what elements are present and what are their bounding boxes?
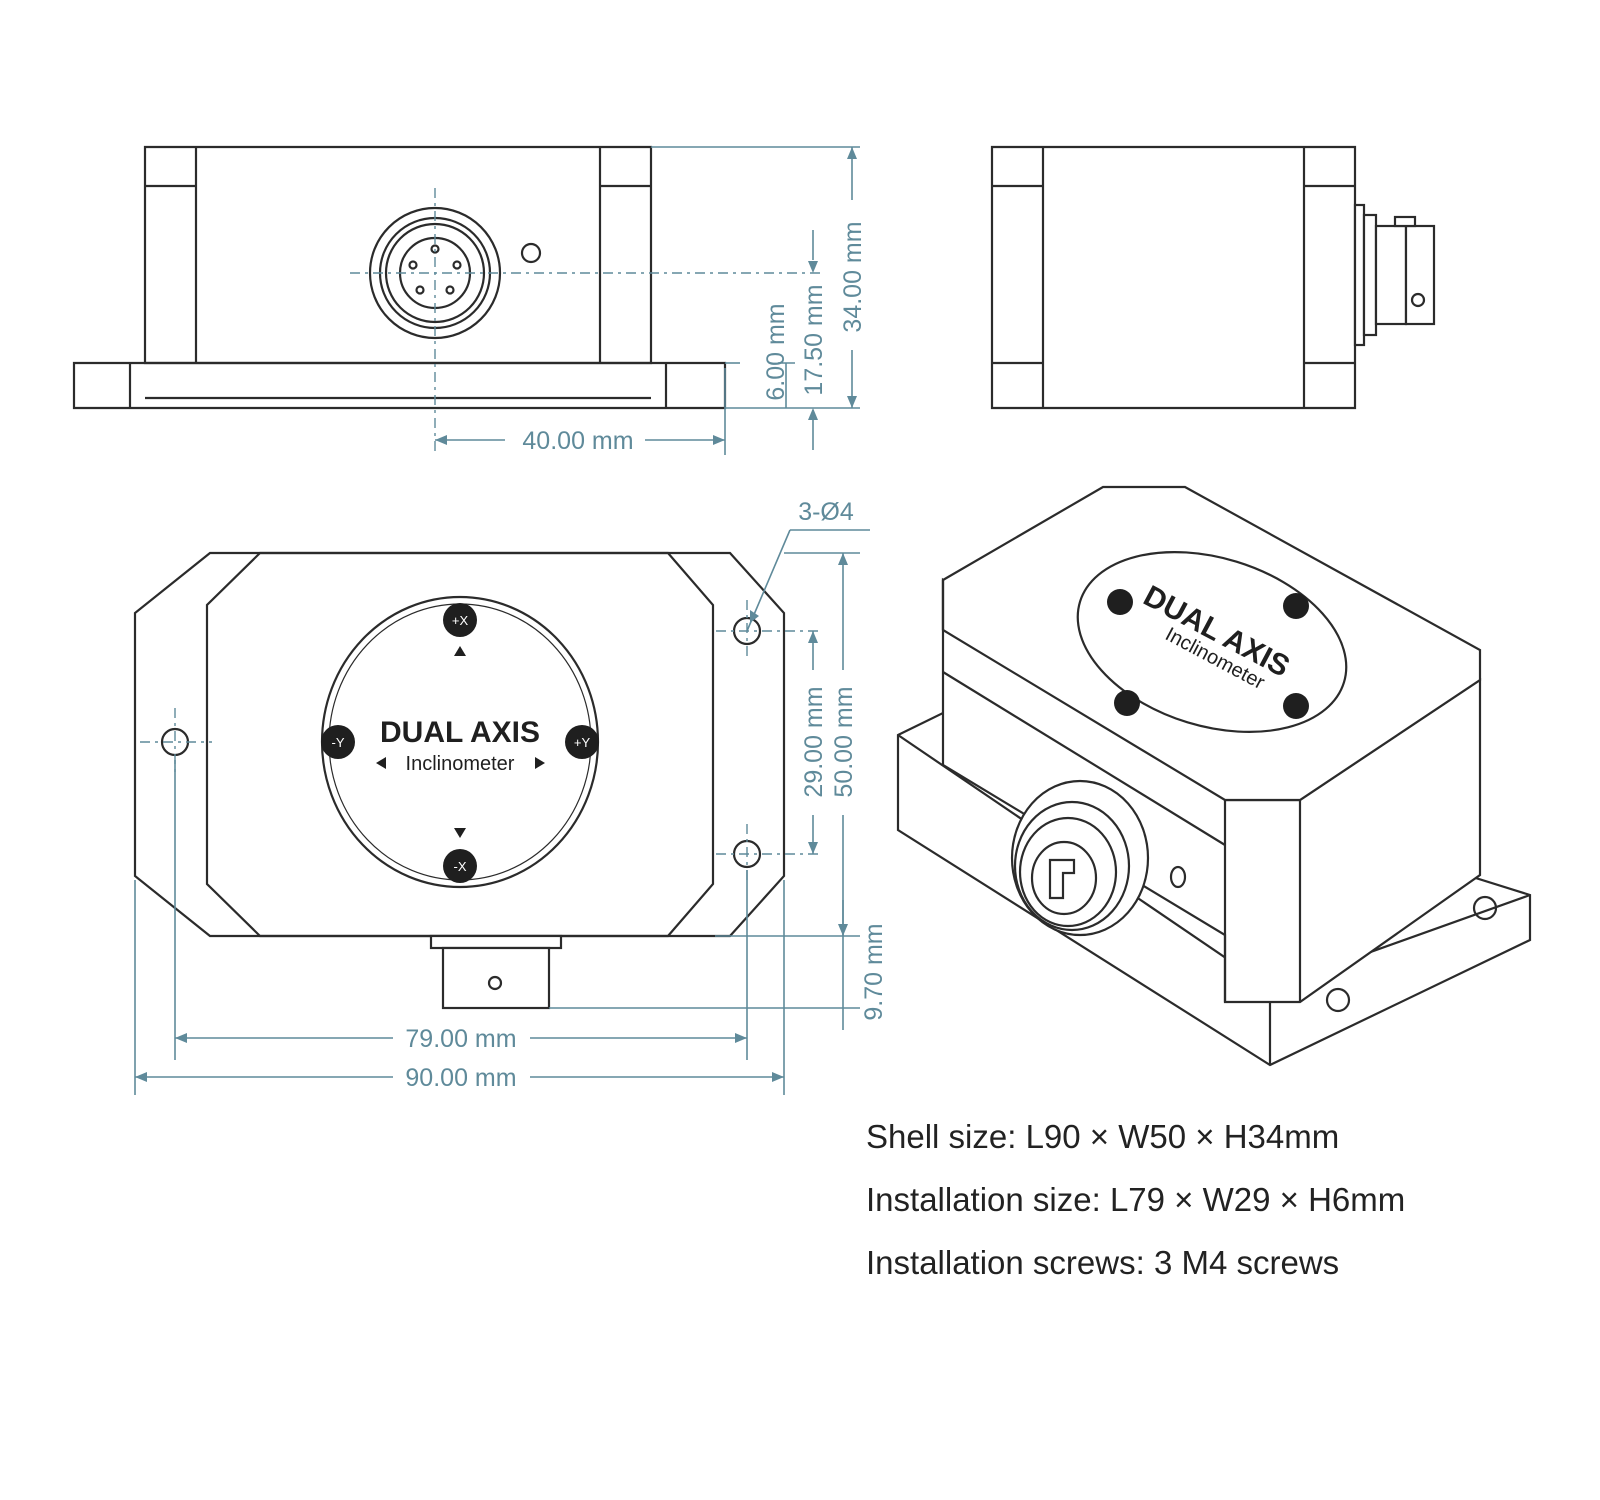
iso-body-top — [941, 485, 1482, 802]
front-body-outline — [143, 145, 653, 365]
dim-9-7mm: 9.70 mm — [860, 923, 888, 1020]
inclinometer-label: +X -X -Y +Y DUAL AXIS Inclinometer — [320, 595, 600, 889]
side-connector — [1353, 203, 1436, 347]
dim-29mm: 29.00 mm — [800, 686, 828, 797]
dim-79mm: 79.00 mm — [405, 1025, 516, 1053]
iso-hole-1 — [1472, 895, 1498, 921]
axis-label-plus-y: +Y — [574, 735, 591, 750]
iso-vent-hole — [1169, 865, 1187, 889]
side-view — [990, 145, 1436, 410]
dim-17-5mm: 17.50 mm — [800, 284, 828, 395]
dim-holes: 3-Ø4 — [798, 498, 854, 526]
top-connector — [429, 934, 563, 1010]
arrow-left-icon — [376, 757, 386, 769]
arrow-right-icon — [535, 757, 545, 769]
side-body-outline — [990, 145, 1357, 410]
spec-shell-size: Shell size: L90 × W50 × H34mm — [866, 1118, 1339, 1155]
front-vent-hole — [520, 242, 542, 264]
label-subtitle: Inclinometer — [406, 753, 515, 775]
dim-34mm: 34.00 mm — [839, 221, 867, 332]
spec-installation-screws: Installation screws: 3 M4 screws — [866, 1244, 1339, 1281]
iso-label-disc — [1076, 551, 1348, 733]
dim-40mm: 40.00 mm — [522, 427, 633, 455]
iso-hole-2 — [1325, 987, 1351, 1013]
front-view — [72, 145, 820, 455]
label-title: DUAL AXIS — [380, 716, 540, 749]
front-base-plate — [72, 361, 727, 410]
iso-connector — [1010, 779, 1187, 937]
front-dimensions: 40.00 mm 6.00 mm 17.50 mm 34.00 mm — [435, 146, 867, 455]
spec-list: Shell size: L90 × W50 × H34mm Installati… — [866, 1118, 1405, 1281]
axis-label-plus-x: +X — [452, 613, 469, 628]
axis-marker-plus-y — [565, 725, 599, 759]
isometric-view: DUAL AXIS Inclinometer — [896, 485, 1532, 1067]
axis-label-minus-y: -Y — [332, 735, 345, 750]
top-view: +X -X -Y +Y DUAL AXIS Inclinometer — [133, 551, 820, 1010]
axis-marker-minus-x — [443, 849, 477, 883]
axis-label-minus-x: -X — [454, 859, 467, 874]
spec-installation-size: Installation size: L79 × W29 × H6mm — [866, 1181, 1405, 1218]
dim-90mm: 90.00 mm — [405, 1064, 516, 1092]
axis-marker-plus-x — [443, 603, 477, 637]
top-dimensions: 3-Ø4 29.00 mm 50.00 mm 9.70 mm 79.00 mm … — [134, 498, 888, 1095]
dim-6mm: 6.00 mm — [762, 303, 790, 400]
axis-marker-minus-y — [321, 725, 355, 759]
top-body-outline — [205, 551, 715, 938]
dim-50mm: 50.00 mm — [830, 686, 858, 797]
arrow-down-icon — [454, 828, 466, 838]
arrow-up-icon — [454, 646, 466, 656]
